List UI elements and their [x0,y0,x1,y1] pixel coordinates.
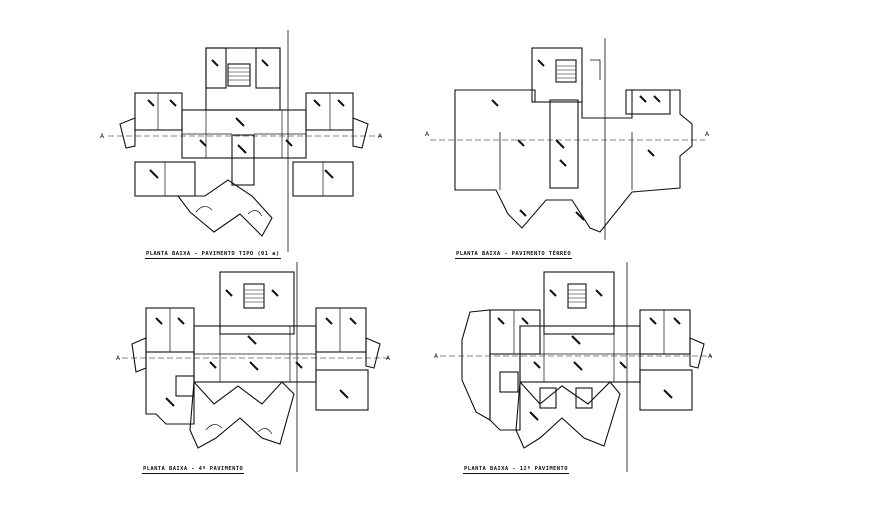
wing-right-upper [315,307,367,353]
stair [555,59,577,83]
stair-treads [228,67,250,81]
shaft [231,134,255,186]
core-tower [543,271,615,335]
floor-plan-12-pavimento [440,262,712,472]
bath-block [539,387,557,409]
bath-block [575,387,593,409]
section-label-left: A [100,133,105,140]
stair-treads [556,65,576,79]
door-swing [205,424,223,431]
fixtures [147,59,345,179]
wing-right-upper [305,92,354,131]
partitions [157,93,331,196]
wing-right-lower [639,369,693,411]
bay-left [119,117,136,149]
angled-wing [176,179,273,237]
angled-wing [189,380,295,449]
stair [243,283,265,309]
section-label-left: A [434,353,439,360]
section-label-right: A [386,355,391,362]
wing-left-lower [489,353,521,431]
room [255,47,281,89]
door-swing [247,210,263,217]
partitions [169,308,341,382]
wing-left-lower [145,351,195,425]
entrance-canopy [590,59,601,80]
section-label-right: A [378,133,383,140]
stair-treads [568,289,586,303]
bay-right [689,337,705,369]
section-label-left: A [116,355,121,362]
fixtures [497,289,681,421]
room [205,47,227,89]
plan-caption-12-pavimento: PLANTA BAIXA - 12º PAVIMENTO [463,466,569,474]
stair-secondary [175,375,195,397]
floor-plan-terreo [430,38,705,240]
door-swing [195,206,213,213]
angled-wing [515,380,621,449]
wing-left-upper [134,92,183,131]
floor-plan-4-pavimento [122,262,390,472]
fixtures [155,289,357,407]
wing-left-upper [489,309,541,355]
outer-terrace-left [461,309,491,421]
stair [227,63,251,87]
open-ground-floor [454,89,693,233]
section-label-right: A [708,353,713,360]
plan-caption-terreo: PLANTA BAIXA - PAVIMENTO TÉRREO [454,251,573,259]
wing-right-lower [315,369,369,411]
plan-caption-4-pavimento: PLANTA BAIXA - 4º PAVIMENTO [141,466,245,474]
bay-right [365,337,381,369]
section-label-left: A [425,131,430,138]
bay-right [352,117,369,149]
stair-secondary [499,371,519,393]
section-label-right: A [705,131,710,138]
partitions [513,310,665,382]
floor-plan-tipo [108,30,382,252]
service-room [625,89,671,115]
stair [567,283,587,309]
wing-right-upper [639,309,691,355]
fixtures [491,59,661,221]
stair-treads [244,289,264,303]
core-tower [205,47,281,111]
plan-caption-tipo: PLANTA BAIXA - PAVIMENTO TIPO (01 a) [145,251,281,259]
reception-block [549,99,579,189]
core-tower [219,271,295,335]
door-swing [257,428,273,435]
core-tower [531,47,583,103]
bay-left [131,337,147,373]
